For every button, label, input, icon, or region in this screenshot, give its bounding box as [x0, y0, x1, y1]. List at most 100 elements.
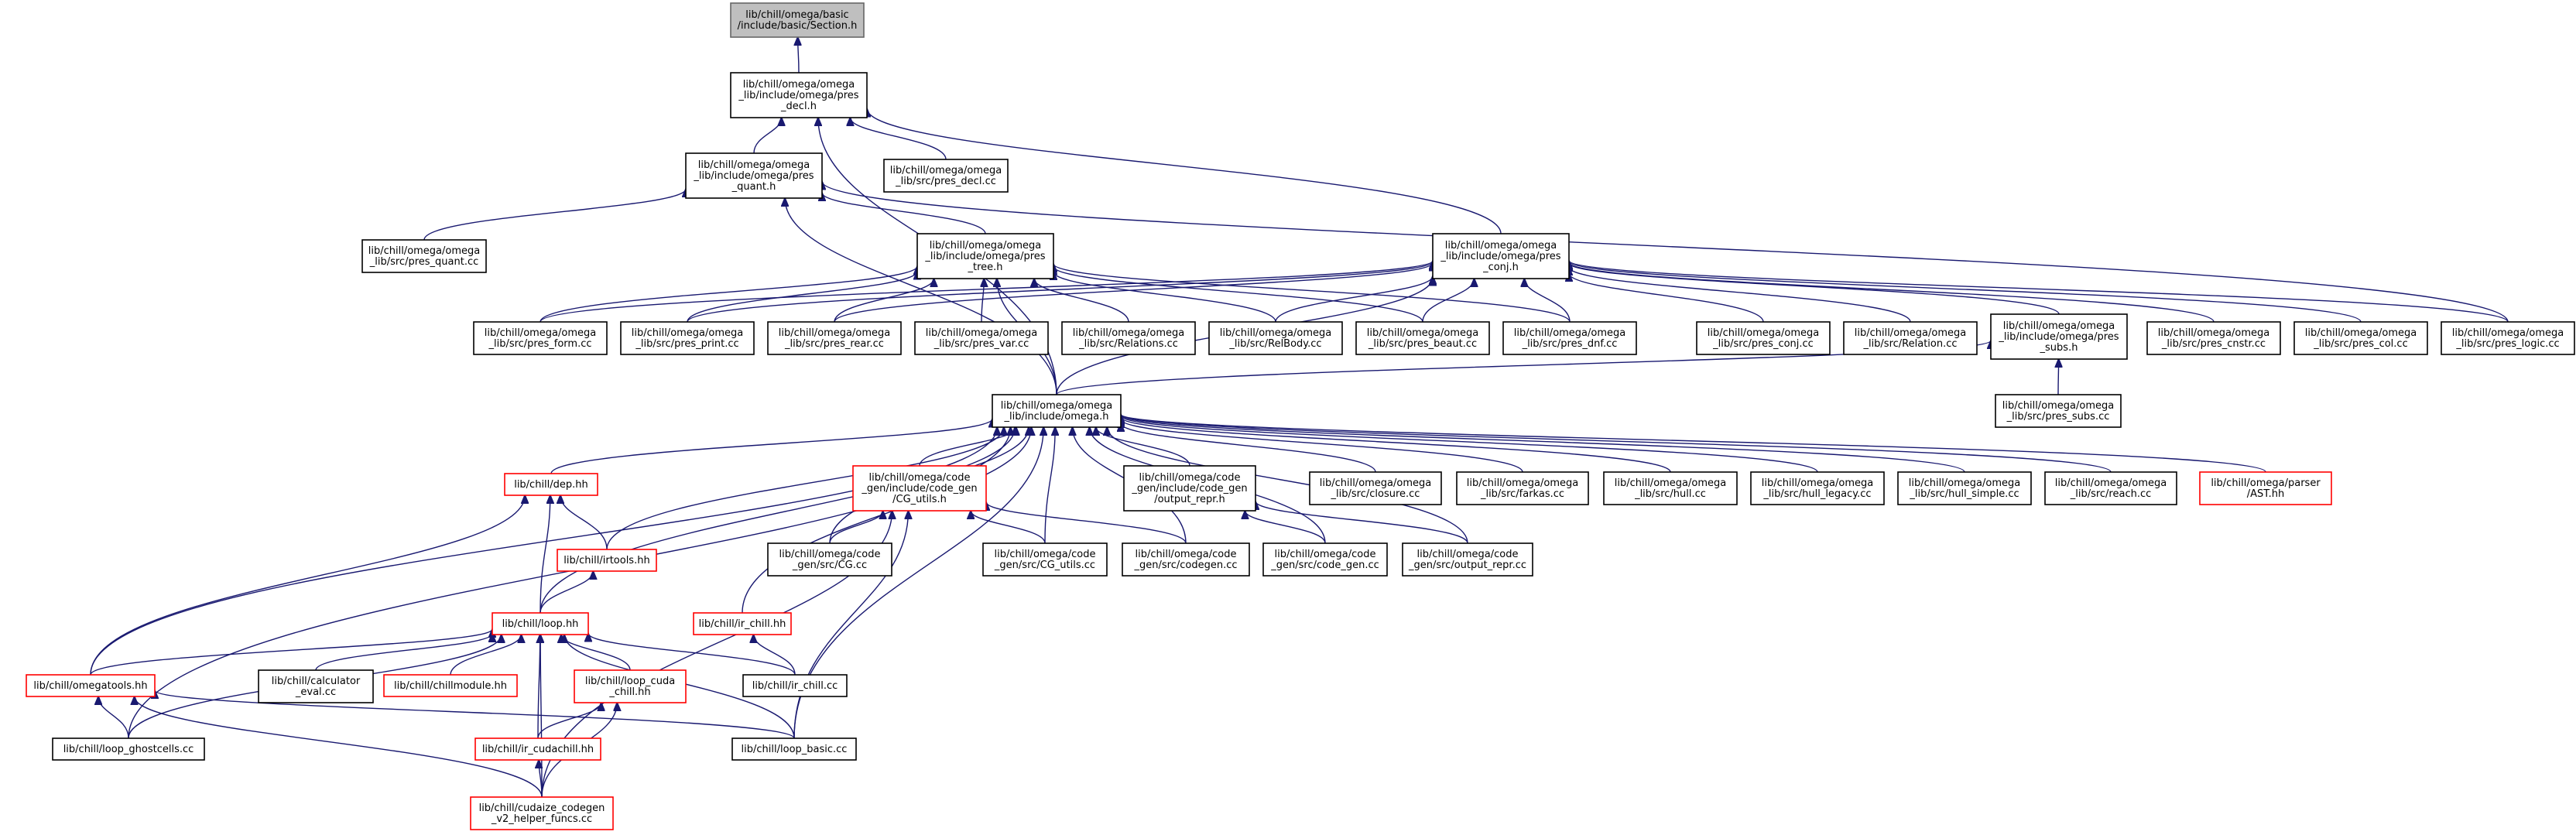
- node-ir-cudachill-hh[interactable]: lib/chill/ir_cudachill.hh: [474, 737, 601, 761]
- node-label-line: lib/chill/omega/omega: [698, 159, 810, 171]
- node-box: [1402, 542, 1533, 577]
- node-label-line: lib/chill/omega/omega: [2055, 477, 2167, 489]
- node-pres-var-cc[interactable]: lib/chill/omega/omega_lib/src/pres_var.c…: [914, 321, 1049, 355]
- node-pres-quant-cc[interactable]: lib/chill/omega/omega_lib/src/pres_quant…: [361, 239, 487, 273]
- edge-loop_ghostcells_cc-to-omegatools_hh: [98, 696, 129, 739]
- node-pres-logic-cc[interactable]: lib/chill/omega/omega_lib/src/pres_logic…: [2441, 321, 2575, 355]
- node-box: [574, 669, 687, 703]
- edge-pres_dnf_cc-to-pres_conj_h: [1524, 279, 1571, 323]
- node-pres-conj-h[interactable]: lib/chill/omega/omega_lib/include/omega/…: [1432, 233, 1570, 279]
- node-label-line: _gen/src/CG_utils.cc: [994, 560, 1095, 571]
- node-pres-decl-h[interactable]: lib/chill/omega/omega_lib/include/omega/…: [730, 72, 868, 118]
- node-box: [1696, 321, 1831, 355]
- node-pres-tree-h[interactable]: lib/chill/omega/omega_lib/include/omega/…: [916, 233, 1054, 279]
- node-calculator-eval-cc[interactable]: lib/chill/calculator_eval.cc: [258, 669, 374, 703]
- node-label-line: _lib/src/pres_print.cc: [635, 338, 738, 350]
- node-box: [883, 159, 1009, 193]
- node-label-line: _lib/src/pres_decl.cc: [895, 176, 996, 187]
- node-irtools-hh[interactable]: lib/chill/irtools.hh: [557, 549, 657, 572]
- node-hull-legacy-cc[interactable]: lib/chill/omega/omega_lib/src/hull_legac…: [1750, 471, 1885, 505]
- node-pres-conj-cc[interactable]: lib/chill/omega/omega_lib/src/pres_conj.…: [1696, 321, 1831, 355]
- node-label-line: lib/chill/loop_basic.cc: [742, 744, 848, 755]
- node-chillmodule-hh[interactable]: lib/chill/chillmodule.hh: [383, 674, 518, 697]
- node-output-repr-cc[interactable]: lib/chill/omega/code_gen/src/output_repr…: [1402, 542, 1533, 577]
- node-label-line: /output_repr.h: [1154, 494, 1225, 505]
- node-box: [474, 737, 601, 761]
- edge-closure_cc-to-omega_h: [1121, 423, 1376, 473]
- node-pres-decl-cc[interactable]: lib/chill/omega/omega_lib/src/pres_decl.…: [883, 159, 1009, 193]
- edge-loop_hh-to-omega_h: [540, 427, 1015, 614]
- edge-irtools_hh-to-dep_hh: [560, 495, 608, 550]
- node-box: [767, 321, 902, 355]
- edge-ir_chill_hh-to-omega_h: [742, 427, 1031, 614]
- node-label-line: lib/chill/omega/omega: [632, 327, 744, 339]
- node-relation-cc[interactable]: lib/chill/omega/omega_lib/src/Relation.c…: [1843, 321, 1978, 355]
- node-label-line: lib/chill/omega/code: [779, 549, 880, 560]
- node-box: [730, 72, 868, 118]
- node-label-line: lib/chill/omega/omega: [1445, 240, 1557, 252]
- edge-output_repr_cc-to-output_repr_h: [1255, 501, 1468, 544]
- node-pres-beaut-cc[interactable]: lib/chill/omega/omega_lib/src/pres_beaut…: [1355, 321, 1490, 355]
- node-pres-subs-cc[interactable]: lib/chill/omega/omega_lib/src/pres_subs.…: [1995, 394, 2122, 428]
- node-pres-form-cc[interactable]: lib/chill/omega/omega_lib/src/pres_form.…: [473, 321, 608, 355]
- node-code-gen-cc[interactable]: lib/chill/omega/code_gen/src/code_gen.cc: [1262, 542, 1388, 577]
- node-loop-basic-cc[interactable]: lib/chill/loop_basic.cc: [731, 737, 857, 761]
- node-ir-chill-hh[interactable]: lib/chill/ir_chill.hh: [693, 612, 792, 635]
- node-label-line: _lib/include/omega/pres: [1440, 251, 1560, 262]
- node-ir-chill-cc[interactable]: lib/chill/ir_chill.cc: [742, 674, 848, 697]
- node-pres-rear-cc[interactable]: lib/chill/omega/omega_lib/src/pres_rear.…: [767, 321, 902, 355]
- node-label-line: lib/chill/omega/parser: [2211, 477, 2321, 489]
- node-dep-hh[interactable]: lib/chill/dep.hh: [504, 473, 598, 496]
- node-label-line: _gen/src/code_gen.cc: [1270, 560, 1379, 571]
- node-output-repr-h[interactable]: lib/chill/omega/code_gen/include/code_ge…: [1123, 465, 1256, 512]
- node-reach-cc[interactable]: lib/chill/omega/omega_lib/src/reach.cc: [2044, 471, 2177, 505]
- node-box: [1432, 233, 1570, 279]
- node-omega-h[interactable]: lib/chill/omega/omega_lib/include/omega.…: [992, 394, 1122, 428]
- node-pres-print-cc[interactable]: lib/chill/omega/omega_lib/src/pres_print…: [620, 321, 755, 355]
- node-box: [1456, 471, 1589, 505]
- edge-omegatools_hh-to-loop_hh: [90, 629, 492, 676]
- node-section[interactable]: lib/chill/omega/basic/include/basic/Sect…: [730, 2, 865, 38]
- node-cg-utils-h[interactable]: lib/chill/omega/code_gen/include/code_ge…: [852, 465, 987, 512]
- node-closure-cc[interactable]: lib/chill/omega/omega_lib/src/closure.cc: [1309, 471, 1442, 505]
- node-box: [1262, 542, 1388, 577]
- node-relations-cc[interactable]: lib/chill/omega/omega_lib/src/Relations.…: [1061, 321, 1196, 355]
- edge-cg_utils_cc-to-omega_h: [1044, 427, 1055, 544]
- node-label-line: lib/chill/omega/omega: [1514, 327, 1626, 339]
- node-cudaize-cc[interactable]: lib/chill/cudaize_codegen_v2_helper_func…: [470, 796, 614, 830]
- edge-pres_form_cc-to-pres_conj_h: [540, 261, 1433, 323]
- node-omegatools-hh[interactable]: lib/chill/omegatools.hh: [26, 674, 156, 697]
- node-pres-col-cc[interactable]: lib/chill/omega/omega_lib/src/pres_col.c…: [2293, 321, 2428, 355]
- node-relbody-cc[interactable]: lib/chill/omega/omega_lib/src/RelBody.cc: [1208, 321, 1343, 355]
- edge-cudaize_cc-to-ir_cudachill_hh: [539, 760, 542, 798]
- node-pres-quant-h[interactable]: lib/chill/omega/omega_lib/include/omega/…: [685, 152, 823, 199]
- node-label-line: lib/chill/chillmodule.hh: [394, 680, 507, 692]
- node-hull-simple-cc[interactable]: lib/chill/omega/omega_lib/src/hull_simpl…: [1897, 471, 2032, 505]
- node-box: [742, 674, 848, 697]
- edge-pres_col_cc-to-pres_conj_h: [1569, 262, 2362, 323]
- node-label-line: _gen/src/CG.cc: [792, 560, 867, 571]
- node-label-line: lib/chill/omega/omega: [1001, 400, 1113, 412]
- node-cg-utils-cc[interactable]: lib/chill/omega/code_gen/src/CG_utils.cc: [982, 542, 1108, 577]
- node-box: [1603, 471, 1738, 505]
- node-ast-hh[interactable]: lib/chill/omega/parser/AST.hh: [2199, 471, 2332, 505]
- node-pres-cnstr-cc[interactable]: lib/chill/omega/omega_lib/src/pres_cnstr…: [2146, 321, 2281, 355]
- node-label-line: lib/chill/omega/omega: [1467, 477, 1579, 489]
- node-loop-hh[interactable]: lib/chill/loop.hh: [492, 612, 589, 635]
- node-codegen-cc[interactable]: lib/chill/omega/code_gen/src/codegen.cc: [1122, 542, 1250, 577]
- node-pres-dnf-cc[interactable]: lib/chill/omega/omega_lib/src/pres_dnf.c…: [1502, 321, 1637, 355]
- node-label-line: _lib/src/hull_simple.cc: [1909, 488, 2019, 500]
- node-box: [693, 612, 792, 635]
- node-label-line: lib/chill/omega/omega: [1320, 477, 1432, 489]
- node-box: [731, 737, 857, 761]
- node-label-line: _lib/src/RelBody.cc: [1228, 338, 1321, 350]
- node-cg-cc[interactable]: lib/chill/omega/code_gen/src/CG.cc: [767, 542, 892, 577]
- node-farkas-cc[interactable]: lib/chill/omega/omega_lib/src/farkas.cc: [1456, 471, 1589, 505]
- node-label-line: _lib/src/pres_col.cc: [2313, 338, 2407, 350]
- node-hull-cc[interactable]: lib/chill/omega/omega_lib/src/hull.cc: [1603, 471, 1738, 505]
- node-loop-ghostcells-cc[interactable]: lib/chill/loop_ghostcells.cc: [52, 737, 205, 761]
- node-label-line: _lib/src/pres_form.cc: [488, 338, 591, 350]
- edge-loop_hh-to-irtools_hh: [540, 571, 593, 614]
- node-loop-cuda-chill-hh[interactable]: lib/chill/loop_cuda_chill.hh: [574, 669, 687, 703]
- node-pres-subs-h[interactable]: lib/chill/omega/omega_lib/include/omega/…: [1990, 313, 2128, 360]
